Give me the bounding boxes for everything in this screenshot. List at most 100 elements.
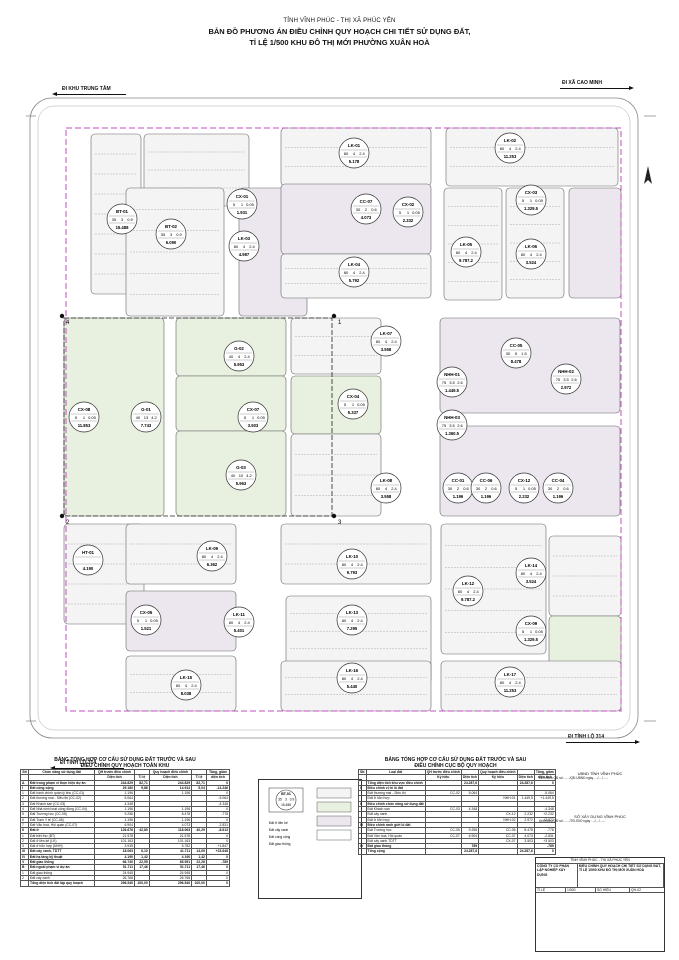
outer-road-outline bbox=[29, 97, 639, 739]
block-label[interactable]: HT-014.190 bbox=[72, 544, 104, 576]
land-lot bbox=[439, 425, 621, 517]
title-block-scale: 1/500 bbox=[566, 887, 596, 892]
land-lot bbox=[568, 187, 622, 299]
block-label-circle bbox=[223, 606, 255, 638]
table-cell: Tổng diện tích khu vực điều chỉnh bbox=[365, 779, 426, 786]
table-cell: +2.972 bbox=[533, 816, 556, 823]
block-floors: 4 bbox=[509, 146, 512, 151]
block-area: 1.360.5 bbox=[445, 431, 460, 436]
block-density: 75 bbox=[556, 377, 561, 382]
block-floors: 4 bbox=[351, 618, 354, 623]
boundary-point bbox=[59, 313, 65, 319]
block-far: 2.6 bbox=[457, 423, 463, 428]
block-floors: 4 bbox=[385, 339, 388, 344]
block-label-circle bbox=[470, 472, 502, 504]
block-floors: 1 bbox=[145, 618, 148, 623]
table-cell: -4.348 bbox=[533, 806, 556, 813]
table-cell: -8.613 bbox=[205, 827, 231, 834]
block-density: 40 bbox=[231, 473, 236, 478]
block-area: 2.332 bbox=[403, 218, 414, 223]
block-label-circle bbox=[336, 662, 368, 694]
legend-swatch-green bbox=[316, 801, 352, 813]
legend-sample-circle bbox=[275, 789, 297, 811]
block-code: CC-04 bbox=[552, 478, 565, 483]
table-cell: 3.503 bbox=[516, 837, 535, 845]
table-cell: 6.904 bbox=[460, 832, 480, 839]
block-far: 2.4 bbox=[244, 620, 250, 625]
block-far: 2.4 bbox=[359, 270, 365, 275]
block-density: 80 bbox=[456, 250, 461, 255]
arrow-bottom-left bbox=[50, 766, 124, 770]
block-far: 0.6 bbox=[463, 486, 469, 491]
block-far: 2.4 bbox=[359, 151, 365, 156]
block-code: LK-01 bbox=[348, 143, 361, 148]
block-far: 2.4 bbox=[357, 618, 363, 623]
block-label-circle bbox=[130, 604, 162, 636]
block-floors: 5 bbox=[515, 351, 518, 356]
legend-sample-v2: 3 bbox=[285, 798, 287, 802]
block-label-circle bbox=[226, 188, 258, 220]
block-code: LK-14 bbox=[525, 563, 538, 568]
table-local-title1: BẢNG TỔNG HỢP CƠ CẤU SỬ DỤNG ĐẤT TRƯỚC V… bbox=[384, 757, 527, 763]
block-density: 5 bbox=[75, 415, 78, 420]
block-label-circle bbox=[338, 137, 370, 169]
table-subheader-cell: diện tích bbox=[205, 774, 231, 781]
block-floors: 3 bbox=[121, 217, 124, 222]
block-far: 2.4 bbox=[391, 339, 397, 344]
block-label-circle bbox=[542, 472, 574, 504]
block-density: 80 bbox=[176, 683, 181, 688]
legend-sample-v1: 35 bbox=[278, 798, 282, 802]
table-cell: Đất Khách sạn (CC-03) bbox=[27, 800, 96, 808]
boundary-point-label: 4 bbox=[66, 320, 70, 326]
block-code: LK-09 bbox=[206, 546, 219, 551]
table-cell: 24.287,6 bbox=[460, 779, 480, 786]
block-code: NHH-03 bbox=[444, 415, 460, 420]
block-code: G-02 bbox=[234, 346, 244, 351]
block-density: 80 bbox=[342, 676, 347, 681]
table-overall-title2: ĐIỀU CHỈNH QUY HOẠCH TOÀN KHU bbox=[80, 763, 170, 769]
block-density: 30 bbox=[506, 351, 511, 356]
block-floors: 1 bbox=[241, 202, 244, 207]
boundary-point bbox=[331, 313, 337, 319]
table-cell: 296.540 bbox=[148, 880, 193, 887]
